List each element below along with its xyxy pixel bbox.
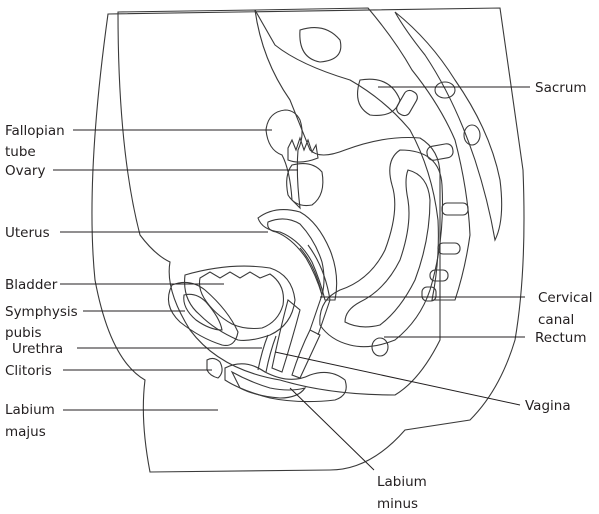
label-labium-minus-1: Labium (377, 474, 427, 490)
cervix-canal (300, 245, 330, 335)
label-uterus: Uterus (5, 225, 50, 241)
label-vagina: Vagina (525, 398, 571, 414)
anal-sphincter (372, 338, 388, 356)
rectum-lumen (345, 170, 430, 327)
label-clitoris: Clitoris (5, 363, 52, 379)
vertebra-2 (358, 79, 400, 115)
label-bladder: Bladder (5, 277, 58, 293)
label-labium-majus-2: majus (5, 424, 46, 440)
label-urethra: Urethra (12, 341, 63, 357)
clitoris-shape (207, 358, 222, 378)
label-cervical-2: canal (538, 312, 574, 328)
label-cervical-1: Cervical (538, 290, 592, 306)
label-ovary: Ovary (5, 163, 45, 179)
symphysis-pubis-bone (168, 282, 238, 345)
sacral-foramen-1 (435, 82, 455, 98)
fallopian-tube-shape (266, 110, 302, 208)
fallopian-fimbriae (288, 138, 318, 162)
labels: Sacrum Fallopian tube Ovary Uterus Bladd… (5, 80, 592, 512)
vertebra-disc-4 (438, 243, 460, 254)
bladder-lumen (200, 272, 284, 329)
label-fallopian-1: Fallopian (5, 123, 65, 139)
label-symphysis-1: Symphysis (5, 304, 78, 320)
label-labium-minus-2: minus (377, 496, 418, 512)
label-labium-majus-1: Labium (5, 402, 55, 418)
body-silhouette (92, 8, 524, 472)
label-fallopian-2: tube (5, 144, 36, 160)
leader-vagina (275, 352, 520, 405)
label-sacrum: Sacrum (535, 80, 587, 96)
urethra-channel (258, 335, 276, 372)
vagina-channel (272, 300, 320, 378)
sacrum (255, 8, 502, 301)
vertebra-1 (300, 28, 341, 62)
label-symphysis-2: pubis (5, 325, 41, 341)
label-rectum: Rectum (535, 330, 587, 346)
vertebra-disc-3 (442, 203, 468, 215)
vertebra-disc-1 (394, 88, 419, 118)
